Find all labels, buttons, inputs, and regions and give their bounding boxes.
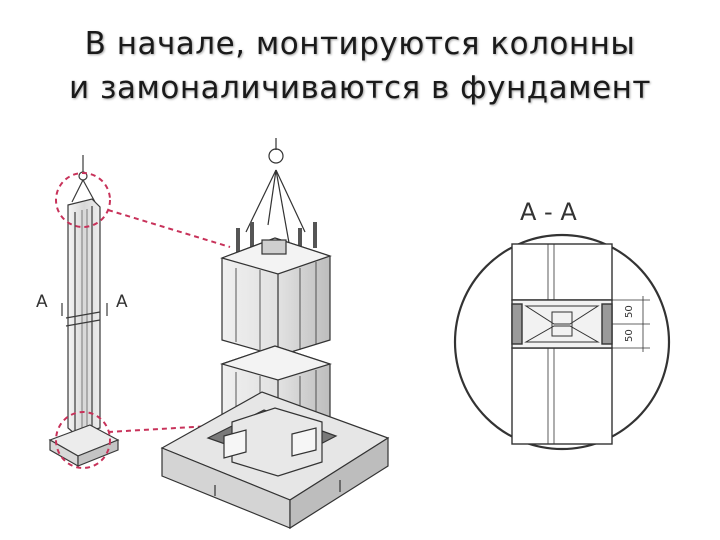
- full-column: [48, 155, 120, 468]
- upper-block-plate: [261, 239, 287, 255]
- section-cone-top: [524, 305, 600, 325]
- callout-circle-bottom: [55, 411, 111, 469]
- column-in-pocket: [231, 407, 323, 477]
- dim-label-bottom: 50: [624, 329, 635, 342]
- cut-label-right: А: [116, 292, 128, 312]
- sling-left: [71, 179, 84, 203]
- foundation-right-face: [289, 436, 389, 530]
- section-core: [551, 311, 573, 337]
- sling-right: [82, 179, 96, 203]
- lower-block-top: [219, 345, 332, 381]
- detail-sling-1: [245, 169, 277, 233]
- title-line-1: В начале, монтируются колонны: [84, 26, 636, 62]
- cut-label-left: А: [36, 292, 48, 312]
- title-line-2: и замоналичиваются в фундамент: [69, 70, 651, 106]
- section-weld-left: [511, 303, 523, 345]
- dim-label-top: 50: [624, 305, 635, 318]
- column-joint-top: [65, 311, 101, 319]
- joint-detail: [160, 138, 390, 530]
- footing-right-face: [77, 439, 119, 467]
- section-label: А - А: [520, 198, 577, 226]
- detail-sling-3: [267, 169, 277, 226]
- detail-hook: [268, 148, 284, 164]
- detail-sling-2: [275, 169, 306, 233]
- slide-title: В начале, монтируются колонны и замонали…: [0, 22, 720, 110]
- section-lower-column: [511, 347, 613, 445]
- column-joint-bottom: [65, 319, 101, 327]
- upper-block-top: [220, 237, 332, 275]
- callout-leader-top: [107, 209, 231, 248]
- brace-right: [291, 427, 317, 457]
- section-cone-bottom: [524, 325, 600, 343]
- section-cut-marks: [61, 303, 108, 316]
- section-weld-right: [601, 303, 613, 345]
- brace-left: [223, 429, 247, 459]
- section-view: [453, 233, 671, 451]
- section-upper-column: [511, 243, 613, 301]
- callout-circle-top: [55, 172, 111, 228]
